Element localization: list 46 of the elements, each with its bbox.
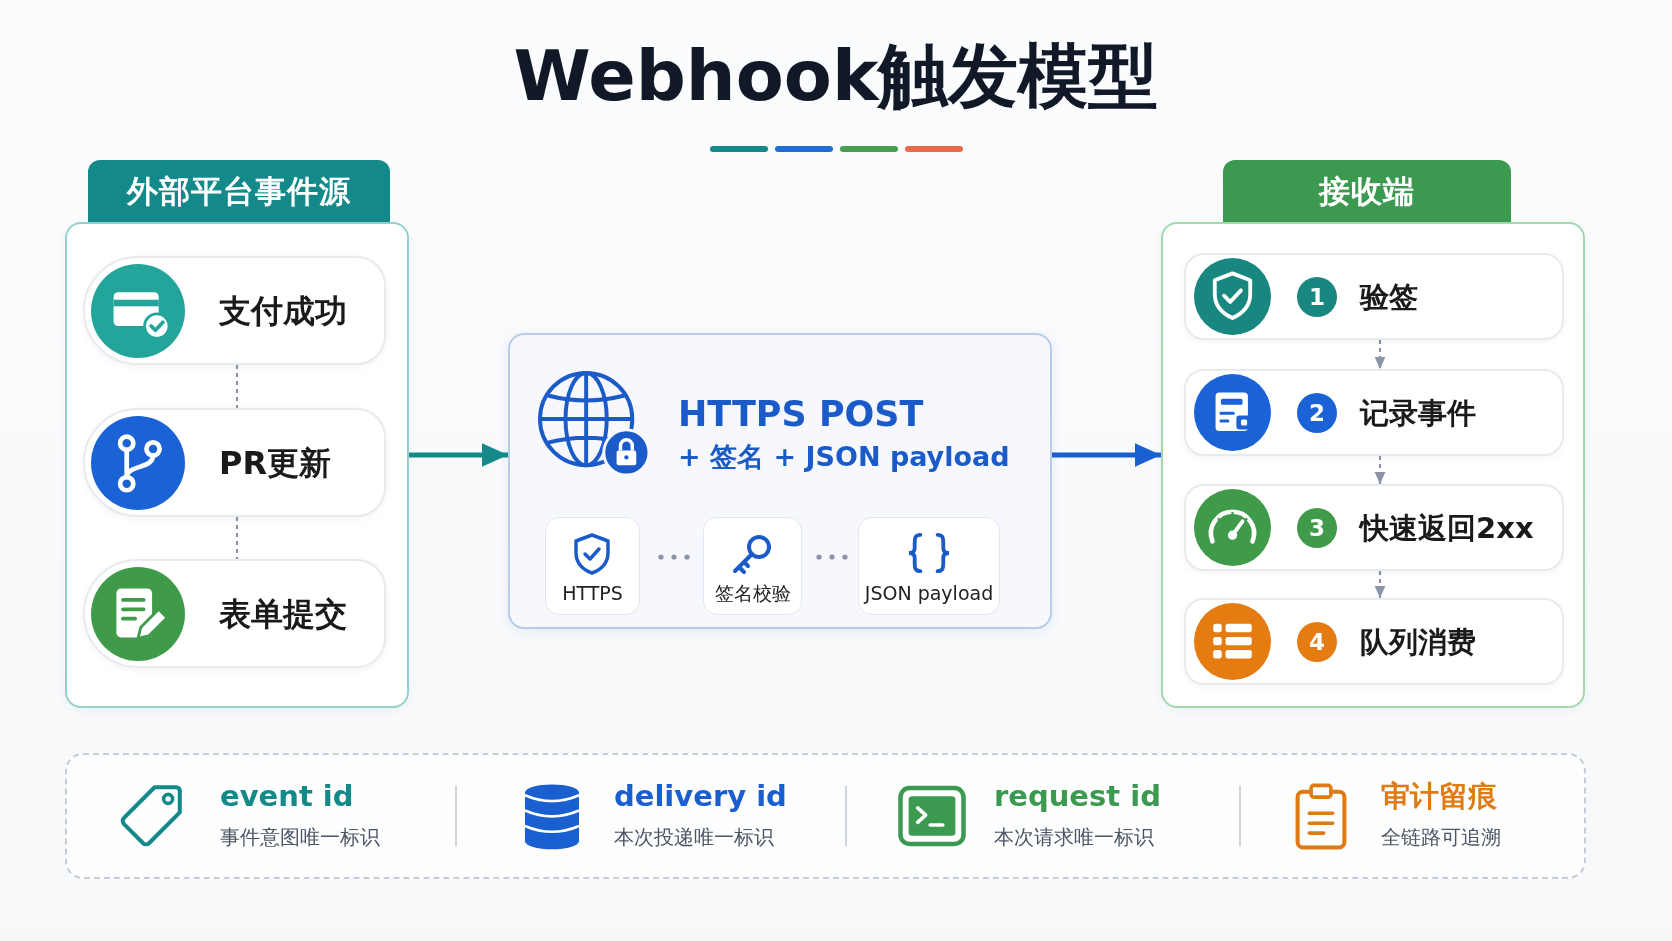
id-strip bbox=[65, 753, 1586, 879]
title: Webhook触发模型 bbox=[513, 36, 1159, 117]
event-card bbox=[83, 559, 386, 668]
step-label: 验签 bbox=[1360, 279, 1418, 314]
panel-header: 接收端 bbox=[1223, 160, 1511, 222]
id-description: 本次请求唯一标识 bbox=[994, 825, 1154, 849]
arrow bbox=[1374, 456, 1386, 484]
step-number: 3 bbox=[1297, 507, 1337, 548]
request-title: HTTPS POST bbox=[678, 393, 924, 435]
chip-label: JSON payload bbox=[864, 582, 994, 605]
event-label: PR更新 bbox=[219, 443, 332, 482]
chip-label: HTTPS bbox=[562, 582, 623, 605]
panel-header: 外部平台事件源 bbox=[88, 160, 390, 222]
step-card bbox=[1184, 369, 1564, 456]
step-label: 记录事件 bbox=[1360, 395, 1476, 430]
step-label: 队列消费 bbox=[1360, 624, 1476, 659]
feature-chip bbox=[858, 517, 1000, 615]
arrow bbox=[1374, 571, 1386, 598]
arrow bbox=[409, 443, 508, 467]
feature-chip bbox=[545, 517, 640, 615]
step-number: 1 bbox=[1297, 276, 1337, 317]
dotted-connector bbox=[235, 365, 239, 408]
id-description: 本次投递唯一标识 bbox=[614, 825, 774, 849]
event-label: 支付成功 bbox=[219, 291, 347, 330]
step-card bbox=[1184, 484, 1564, 571]
step-card bbox=[1184, 253, 1564, 340]
chip-label: 签名校验 bbox=[714, 582, 791, 605]
id-description: 全链路可追溯 bbox=[1381, 825, 1501, 849]
step-card bbox=[1184, 598, 1564, 685]
request-panel bbox=[508, 333, 1052, 629]
arrow bbox=[1052, 443, 1161, 467]
id-title: 审计留痕 bbox=[1381, 779, 1497, 814]
id-description: 事件意图唯一标识 bbox=[220, 825, 380, 849]
dotted-connector bbox=[235, 517, 239, 559]
event-card bbox=[83, 408, 386, 517]
step-label: 快速返回2xx bbox=[1360, 510, 1534, 545]
id-title: delivery id bbox=[614, 779, 787, 814]
request-subtitle: + 签名 + JSON payload bbox=[678, 441, 1010, 474]
id-title: request id bbox=[994, 779, 1161, 814]
step-number: 4 bbox=[1297, 621, 1337, 662]
event-label: 表单提交 bbox=[219, 594, 347, 633]
id-title: event id bbox=[220, 779, 354, 814]
event-card bbox=[83, 256, 386, 365]
arrow bbox=[1374, 340, 1386, 369]
feature-chip bbox=[703, 517, 802, 615]
step-number: 2 bbox=[1297, 392, 1337, 433]
